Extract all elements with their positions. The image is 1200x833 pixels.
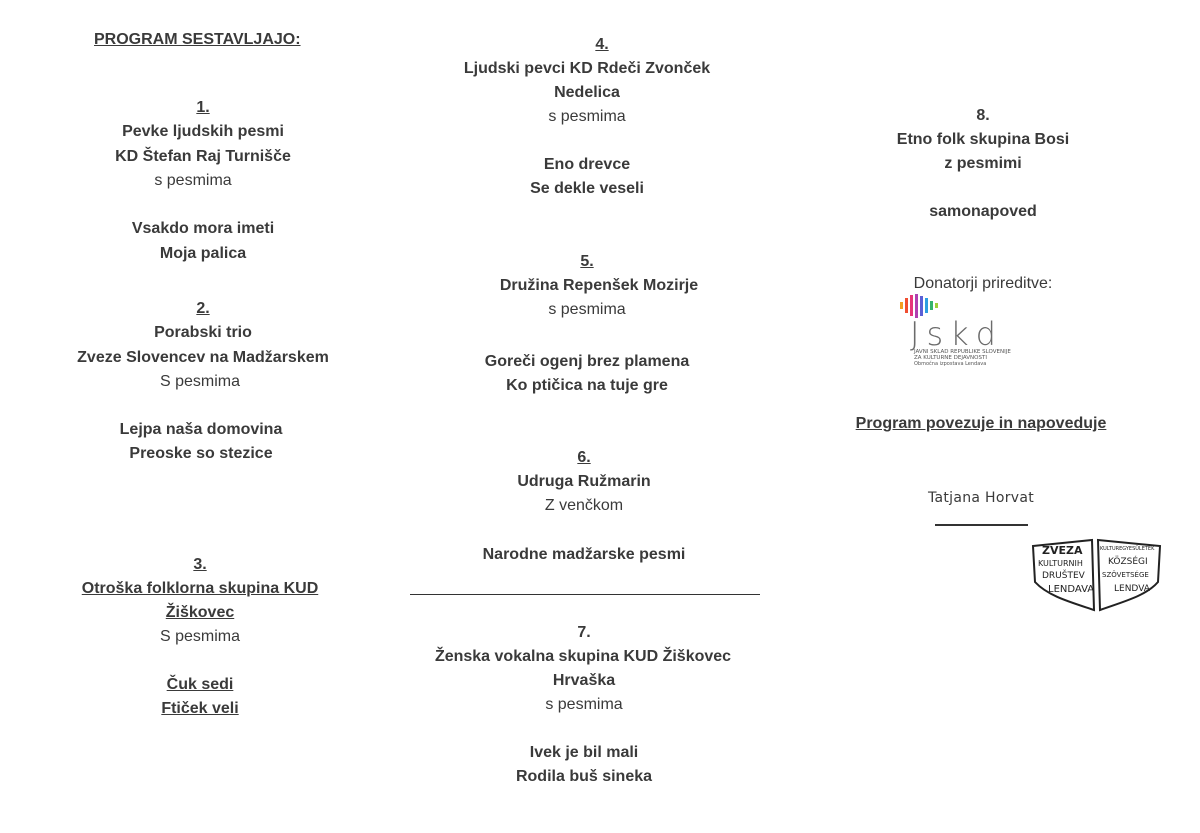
signature-line [935, 524, 1028, 526]
item-1-subtitle: KD Štefan Raj Turnišče [115, 148, 291, 165]
host-label: Program povezuje in napoveduje [855, 415, 1107, 432]
divider-line [410, 594, 760, 595]
item-8-subtitle: z pesmimi [944, 155, 1022, 172]
item-6-number: 6. [577, 449, 591, 466]
item-1-song-1: Vsakdo mora imeti [131, 220, 275, 237]
jskd-line-2: ZA KULTURNE DEJAVNOSTI [914, 355, 987, 361]
item-8-sub: samonapoved [929, 203, 1037, 220]
zkd-lendava-logo: ZVEZA KULTURNIH DRUŠTEV LENDAVA KULTUREG… [1031, 538, 1162, 612]
item-1-song-2: Moja palica [159, 245, 247, 262]
zkd-left-line-3: DRUŠTEV [1042, 569, 1086, 581]
item-5-song-1: Goreči ogenj brez plamena [484, 353, 690, 370]
zkd-right-shield [1096, 538, 1162, 612]
item-7-song-1: Ivek je bil mali [529, 744, 639, 761]
item-5-song-2: Ko ptičica na tuje gre [506, 377, 668, 394]
item-2-subtitle: Zveze Slovencev na Madžarskem [77, 349, 329, 366]
program-header: PROGRAM SESTAVLJAJO: [94, 31, 301, 48]
item-7-sub: s pesmima [545, 696, 623, 713]
item-1-title: Pevke ljudskih pesmi [122, 123, 284, 140]
item-2-song-2: Preoske so stezice [129, 445, 273, 462]
item-5-number: 5. [580, 253, 594, 270]
item-4-number: 4. [595, 36, 609, 53]
item-3-sub: S pesmima [159, 628, 241, 645]
item-2-title: Porabski trio [154, 324, 252, 341]
zkd-right-line-2: KÖZSÉGI [1108, 555, 1148, 567]
zkd-right-line-3: SZÖVETSÉGE [1102, 570, 1149, 579]
item-8-title: Etno folk skupina Bosi [896, 131, 1070, 148]
zkd-right-line-4: LENDVA [1114, 584, 1151, 594]
jskd-line-3: Območna izpostava Lendava [914, 360, 986, 367]
item-2-number: 2. [196, 300, 210, 317]
item-7-song-2: Rodila buš sineka [515, 768, 653, 785]
jskd-name: Jskd [910, 315, 1003, 353]
item-5-sub: s pesmima [548, 301, 626, 318]
item-4-sub: s pesmima [548, 108, 626, 125]
host-name: Tatjana Horvat [927, 490, 1035, 506]
item-3-song-1: Čuk sedi [166, 676, 234, 693]
item-4-song-1: Eno drevce [543, 156, 631, 173]
zkd-left-line-4: LENDAVA [1048, 584, 1094, 595]
jskd-logo: Jskd JAVNI SKLAD REPUBLIKE SLOVENIJE ZA … [900, 294, 1011, 367]
donors-label: Donatorji prireditve: [913, 275, 1053, 292]
item-3-number: 3. [193, 556, 207, 573]
jskd-equalizer-icon [900, 294, 938, 318]
item-6-title: Udruga Ružmarin [517, 473, 651, 490]
item-6-sub: Z venčkom [544, 497, 624, 514]
item-4-song-2: Se dekle veseli [530, 180, 644, 197]
item-2-song-1: Lejpa naša domovina [119, 421, 283, 438]
item-7-number: 7. [577, 624, 591, 641]
zkd-left-line-2: KULTURNIH [1038, 559, 1083, 568]
item-8-number: 8. [976, 107, 990, 124]
item-4-subtitle: Nedelica [554, 84, 620, 101]
item-1-number: 1. [196, 99, 210, 116]
item-3-subtitle: Žiškovec [165, 604, 235, 621]
item-7-title: Ženska vokalna skupina KUD Žiškovec [434, 648, 732, 665]
item-5-title: Družina Repenšek Mozirje [499, 277, 699, 294]
item-3-title: Otroška folklorna skupina KUD [81, 580, 319, 597]
zkd-left-shield [1031, 538, 1096, 612]
item-7-subtitle: Hrvaška [552, 672, 616, 689]
item-2-sub: S pesmima [159, 373, 241, 390]
jskd-line-1: JAVNI SKLAD REPUBLIKE SLOVENIJE [913, 349, 1011, 355]
item-3-song-2: Ftiček veli [161, 700, 239, 717]
zkd-left-line-1: ZVEZA [1042, 544, 1083, 557]
item-6-song-1: Narodne madžarske pesmi [482, 546, 686, 563]
item-1-sub: s pesmima [154, 172, 232, 189]
item-4-title: Ljudski pevci KD Rdeči Zvonček [463, 60, 711, 77]
zkd-right-line-1: KULTUREGYESÜLETEK [1100, 545, 1155, 552]
